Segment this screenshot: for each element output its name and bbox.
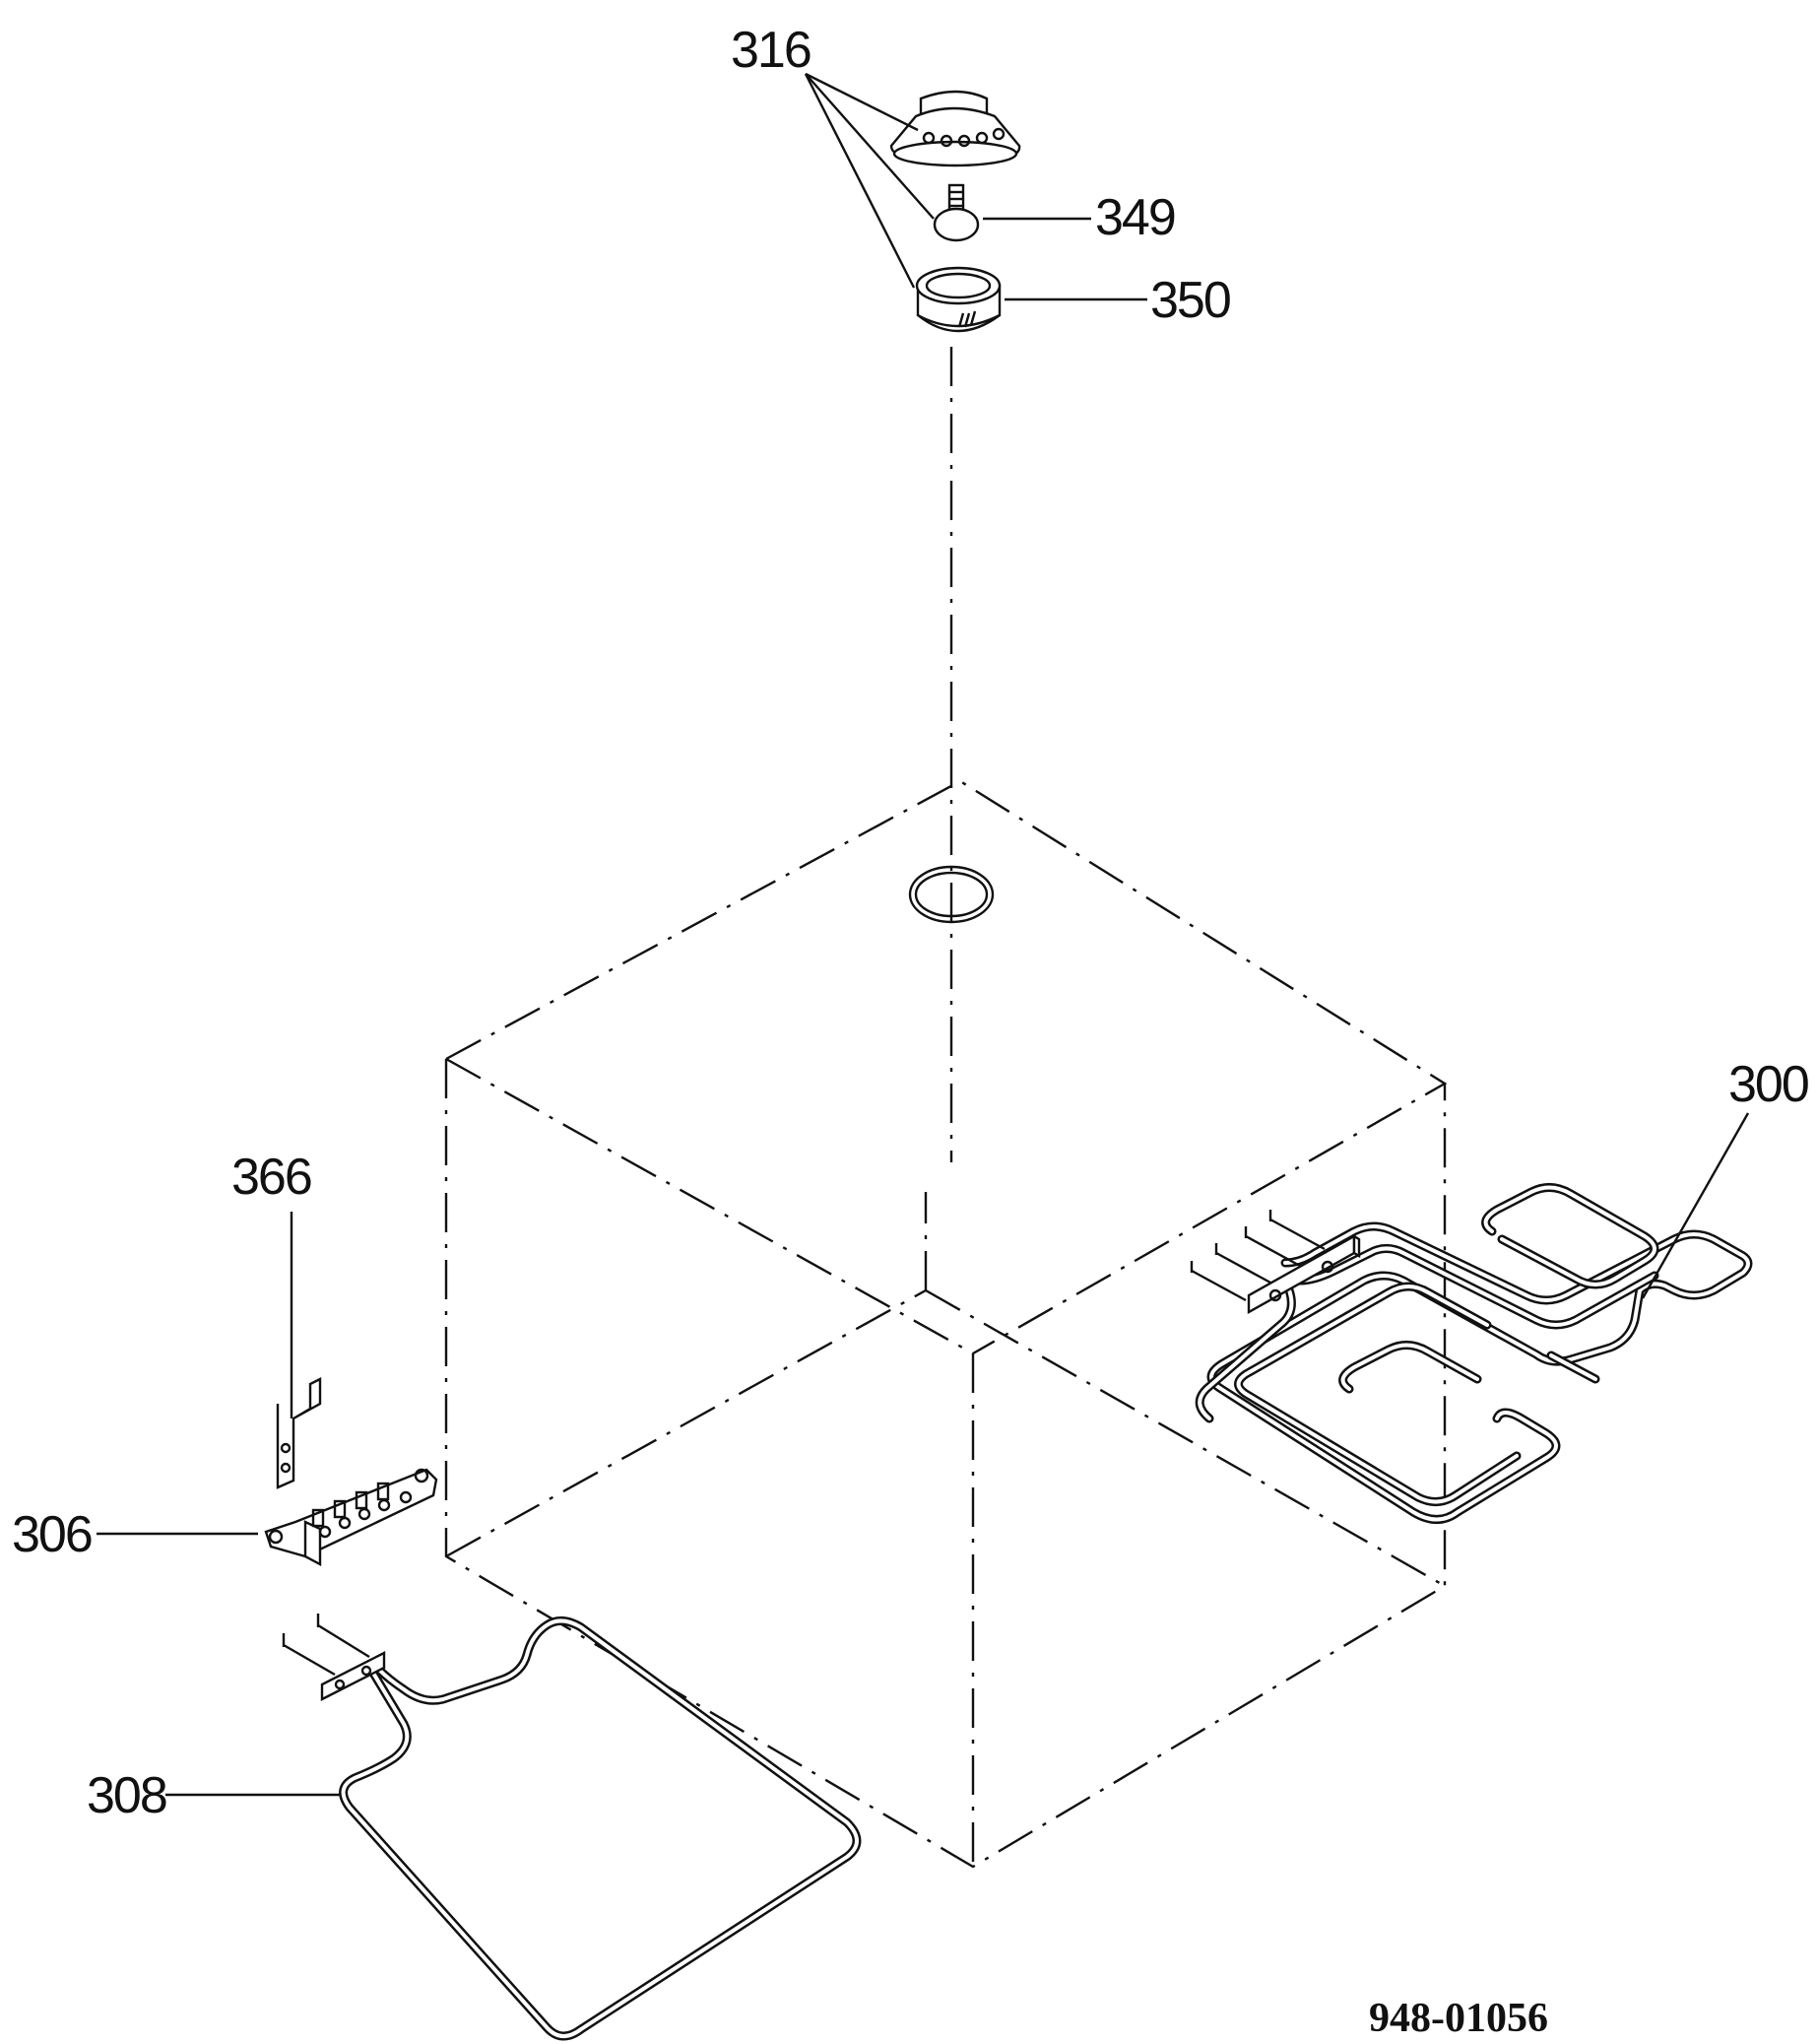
document-number: 948-01056 bbox=[1369, 1996, 1548, 2041]
label-316: 316 bbox=[731, 22, 811, 79]
mounting-bracket bbox=[276, 1377, 322, 1489]
terminal-block bbox=[264, 1468, 438, 1566]
oven-cavity-box bbox=[444, 779, 1448, 1869]
label-306: 306 bbox=[12, 1506, 92, 1563]
lamp-holder bbox=[915, 266, 1002, 333]
label-308: 308 bbox=[87, 1767, 166, 1824]
label-349: 349 bbox=[1095, 189, 1175, 246]
label-350: 350 bbox=[1150, 272, 1230, 329]
lamp-cover-knob bbox=[889, 90, 1021, 167]
label-300: 300 bbox=[1728, 1056, 1808, 1113]
bottom-heating-element bbox=[282, 1614, 862, 2041]
label-366: 366 bbox=[231, 1149, 311, 1206]
leader-lines bbox=[97, 72, 1750, 1797]
grill-heating-element bbox=[1190, 1183, 1753, 1524]
lamp-bulb bbox=[933, 183, 980, 242]
